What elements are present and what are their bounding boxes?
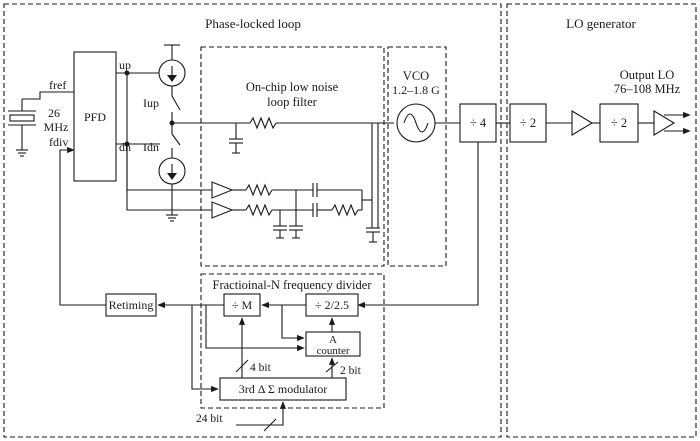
loop-filter-title-2: loop filter [267, 95, 317, 109]
delta-sigma-modulator-block [219, 377, 347, 401]
bit24-label: 24 bit [196, 413, 223, 425]
vco-region [387, 46, 447, 267]
idn-label: Idn [143, 140, 159, 154]
vco-label: VCO [403, 69, 429, 83]
loop-filter-network [126, 73, 394, 243]
lo-generator-region [506, 3, 697, 438]
divider-feedback-wire [357, 142, 479, 309]
divide-by-2-second-label: ÷ 2 [611, 116, 627, 130]
loop-filter-title: On-chip low noise [246, 80, 339, 94]
pll-title: Phase-locked loop [205, 16, 301, 31]
delta-sigma-modulator-label: 3rd Δ Σ modulator [239, 382, 327, 396]
fref-label: fref [49, 78, 66, 92]
divider-region [200, 273, 385, 409]
up-label: up [119, 58, 131, 72]
crystal-oscillator [8, 91, 74, 157]
charge-pump [116, 44, 186, 222]
vco-oscillator [396, 103, 460, 143]
dn-label: dn [119, 140, 131, 154]
loop-filter-region [200, 46, 385, 267]
fdiv-feedback-wire [59, 146, 106, 306]
crystal-frequency-unit: MHz [44, 120, 69, 134]
fdiv-label: fdiv [49, 135, 68, 149]
divide-by-4-label: ÷ 4 [470, 116, 487, 130]
pll-region [3, 3, 502, 438]
divide-by-2-first-label: ÷ 2 [520, 116, 536, 130]
pfd-label: PFD [84, 110, 106, 124]
lo-buffer-amplifier [571, 110, 594, 136]
pfd-block [73, 51, 117, 182]
lo-generator-title: LO generator [566, 16, 636, 31]
divide-by-m-label: ÷ M [232, 298, 253, 312]
divider-title: Fractioinal-N frequency divider [213, 278, 373, 292]
retiming-block [105, 293, 157, 317]
lo-output-driver [653, 110, 676, 136]
retiming-label: Retiming [109, 298, 154, 312]
output-lo-label: Output LO [620, 68, 675, 82]
output-lo-range-label: 76–108 MHz [614, 82, 681, 96]
vco-range-label: 1.2–1.8 G [392, 83, 440, 97]
a-counter-block [305, 331, 361, 357]
a-counter-label-2: counter [317, 345, 350, 357]
divide-by-2-2-5-label: ÷ 2/2.5 [315, 298, 349, 312]
bit2-label: 2 bit [340, 365, 362, 377]
divide-by-2-second-block [599, 103, 639, 143]
crystal-frequency-label: 26 [48, 106, 60, 120]
iup-label: Iup [143, 96, 159, 110]
a-counter-label: A [329, 334, 337, 346]
bit4-label: 4 bit [250, 362, 272, 374]
